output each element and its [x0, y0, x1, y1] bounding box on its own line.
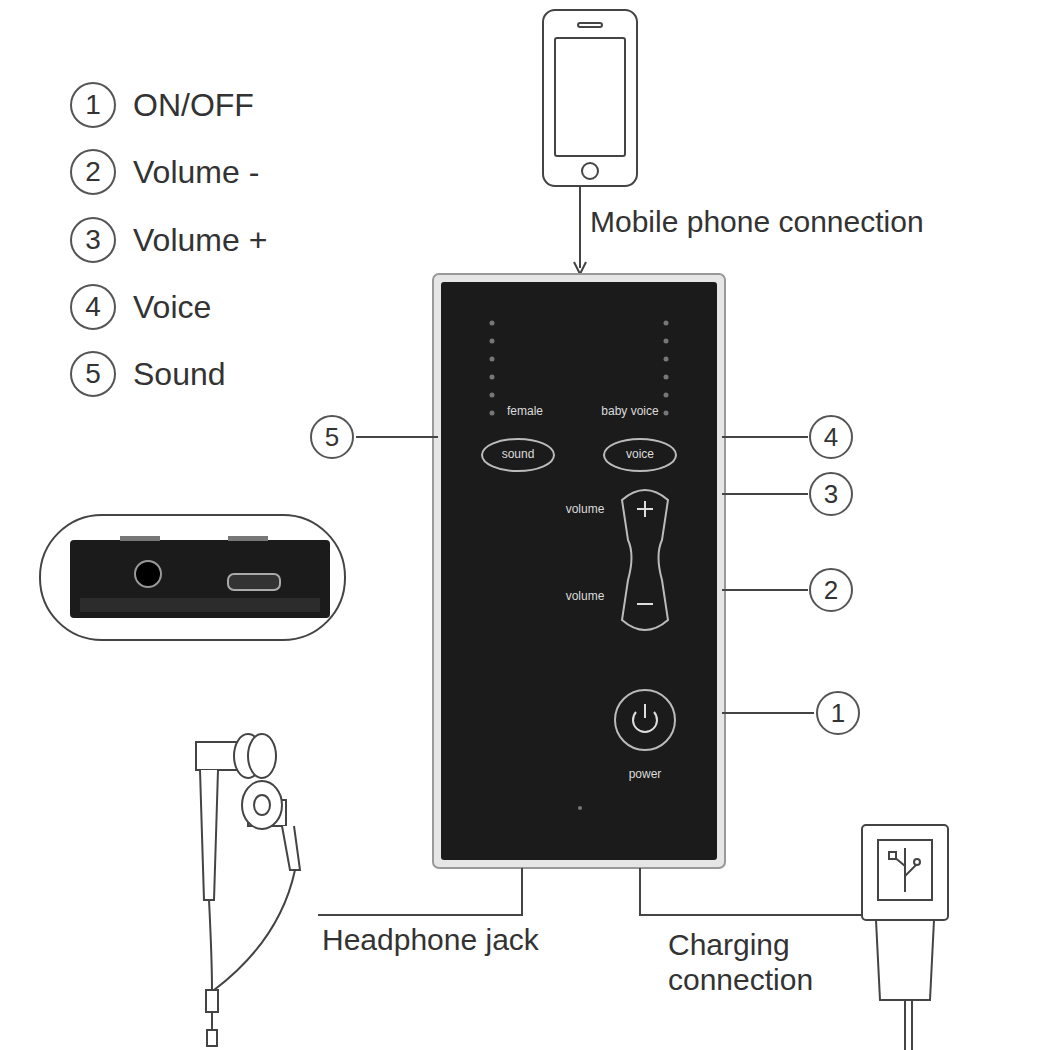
- usb-cable: [862, 825, 948, 1050]
- legend-number: 4: [70, 284, 116, 330]
- legend-label: Voice: [133, 289, 211, 326]
- legend-number: 2: [70, 149, 116, 195]
- mobile-phone: [543, 10, 637, 186]
- number-text: 5: [325, 424, 339, 450]
- legend-label: Volume -: [133, 154, 259, 191]
- number-text: 1: [85, 91, 101, 119]
- number-text: 2: [824, 577, 838, 603]
- phone-cable: [579, 186, 581, 268]
- callout-number: 3: [809, 472, 853, 516]
- number-text: 4: [824, 424, 838, 450]
- device-text: power: [629, 768, 662, 782]
- device-text: volume: [566, 503, 605, 517]
- legend-label: Sound: [133, 356, 226, 393]
- connection-label: Mobile phone connection: [590, 205, 924, 240]
- bottom-view-inset: [40, 515, 345, 640]
- legend-label: Volume +: [133, 222, 267, 259]
- callout-number: 1: [816, 691, 860, 735]
- number-text: 1: [831, 700, 845, 726]
- voice-changer-device: [433, 274, 725, 868]
- legend-number: 1: [70, 82, 116, 128]
- number-text: 2: [85, 158, 101, 186]
- connection-label: Charging connection: [668, 928, 853, 997]
- device-text: volume: [566, 590, 605, 604]
- number-text: 3: [824, 481, 838, 507]
- device-text: baby voice: [601, 405, 658, 419]
- device-text: female: [507, 405, 543, 419]
- callout-number: 2: [809, 568, 853, 612]
- device-text: sound: [502, 448, 535, 462]
- callout-number: 4: [809, 415, 853, 459]
- leader-lines: [318, 437, 862, 915]
- earphones: [196, 734, 300, 1046]
- legend-label: ON/OFF: [133, 87, 254, 124]
- number-text: 4: [85, 293, 101, 321]
- connection-label: Headphone jack: [322, 923, 539, 958]
- legend-number: 3: [70, 217, 116, 263]
- legend-number: 5: [70, 351, 116, 397]
- number-text: 3: [85, 226, 101, 254]
- callout-number: 5: [310, 415, 354, 459]
- arrow-head: [574, 262, 586, 274]
- device-text: voice: [626, 448, 654, 462]
- number-text: 5: [85, 360, 101, 388]
